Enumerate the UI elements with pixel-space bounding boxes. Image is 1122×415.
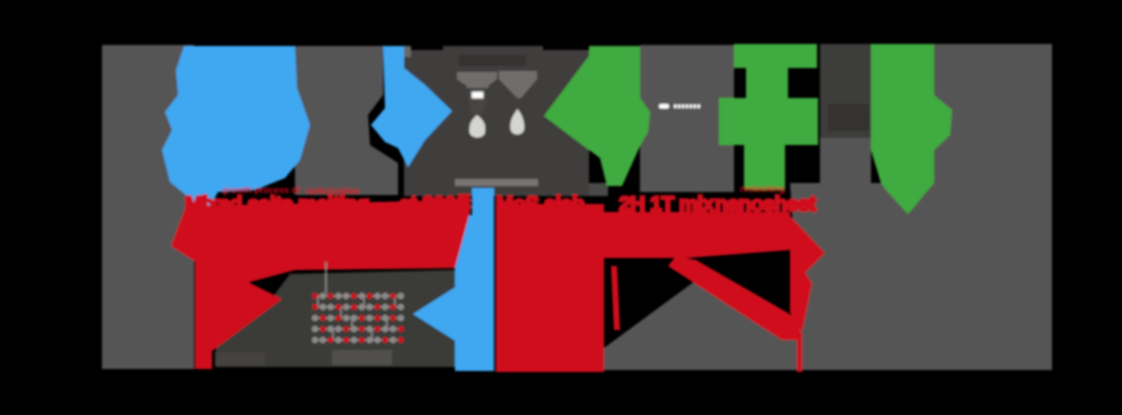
svg-text:growth process of: growth process of	[222, 185, 301, 195]
svg-text:sulfurization: sulfurization	[306, 186, 360, 196]
svg-text:restacking: restacking	[740, 184, 785, 194]
